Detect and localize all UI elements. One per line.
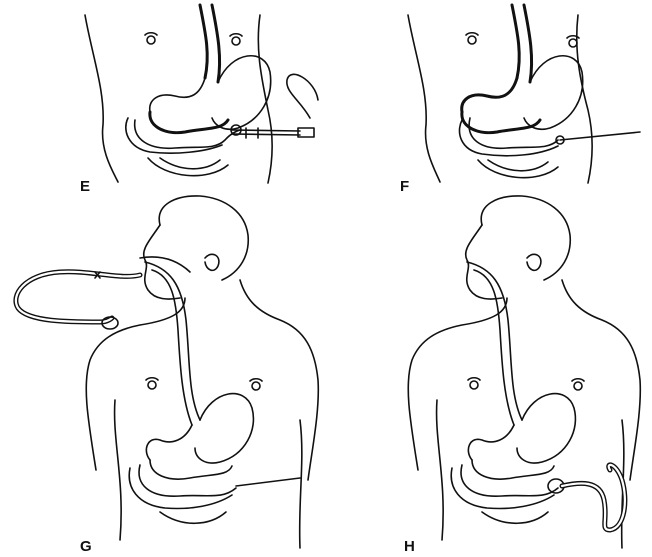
panel-g-drawing [16,196,318,548]
nipple [147,36,155,44]
panel-label-e: E [80,178,90,195]
panel-label-g: G [80,538,92,555]
panel-e-drawing [85,5,318,183]
panel-label-f: F [400,178,409,195]
panel-h-drawing [408,196,640,548]
panel-label-h: H [404,538,415,555]
panel-f-drawing [408,5,640,183]
